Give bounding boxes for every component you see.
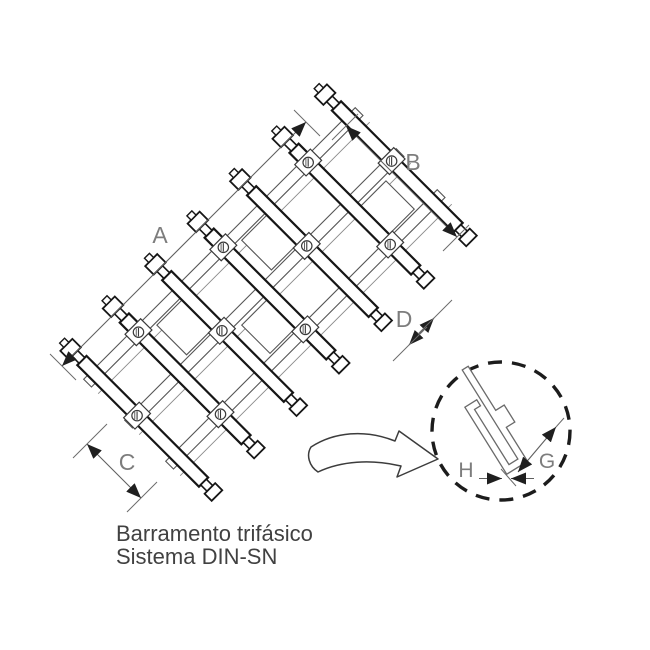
dimension-label-h: H: [458, 459, 473, 482]
zoom-arrow-icon: [307, 430, 439, 478]
dimension-label-b: B: [405, 149, 420, 175]
dimension-d: D: [392, 299, 453, 362]
detail-circle: [430, 360, 572, 502]
dimension-a: A: [49, 109, 321, 381]
caption: Barramento trifásico Sistema DIN-SN: [116, 521, 313, 569]
dimension-label-d: D: [396, 306, 413, 332]
dimension-h: H: [458, 459, 534, 487]
caption-line-1: Barramento trifásico: [116, 521, 313, 546]
caption-line-2: Sistema DIN-SN: [116, 544, 277, 569]
dimension-label-g: G: [539, 450, 555, 473]
dimension-label-a: A: [152, 222, 168, 248]
dimension-g: G: [517, 417, 565, 473]
busbars: [55, 79, 479, 503]
busbar-assembly: [55, 79, 479, 503]
busbar-profile: [461, 365, 529, 476]
dimension-label-c: C: [119, 449, 136, 475]
dimension-c: C: [72, 423, 158, 513]
detail-bubble: G H: [430, 360, 572, 502]
dimension-b: B: [331, 113, 470, 252]
